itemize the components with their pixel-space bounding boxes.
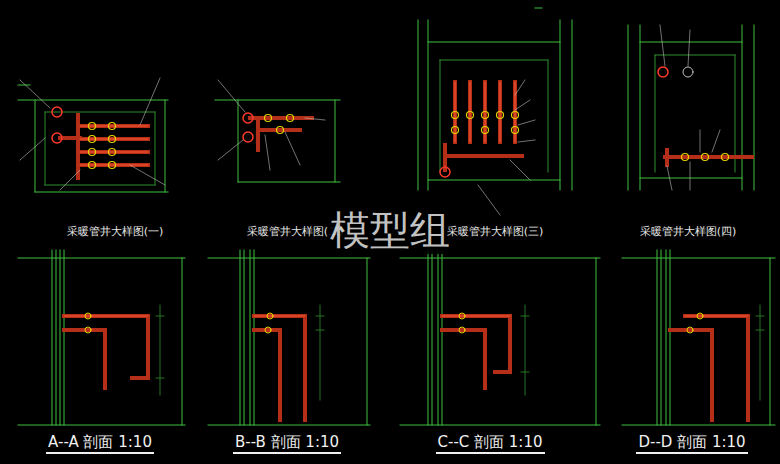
section-a <box>18 250 185 425</box>
plan-two <box>215 80 340 182</box>
watermark: 模型组 <box>328 206 452 254</box>
section-title: D--D 剖面 1:10 <box>636 433 747 454</box>
section-title: C--C 剖面 1:10 <box>436 433 545 454</box>
section-d <box>622 250 775 425</box>
plan-three <box>418 8 572 215</box>
section-title: A--A 剖面 1:10 <box>46 433 154 454</box>
plan-one <box>18 78 168 192</box>
plan-title: 采暖管井大样图(四) <box>638 225 739 238</box>
section-b <box>208 250 370 425</box>
plan-title: 采暖管井大样图(一) <box>65 225 166 238</box>
section-c <box>400 250 600 425</box>
plan-four <box>628 25 754 190</box>
plan-title: 采暖管井大样图(三) <box>445 225 546 238</box>
section-title: B--B 剖面 1:10 <box>233 433 341 454</box>
